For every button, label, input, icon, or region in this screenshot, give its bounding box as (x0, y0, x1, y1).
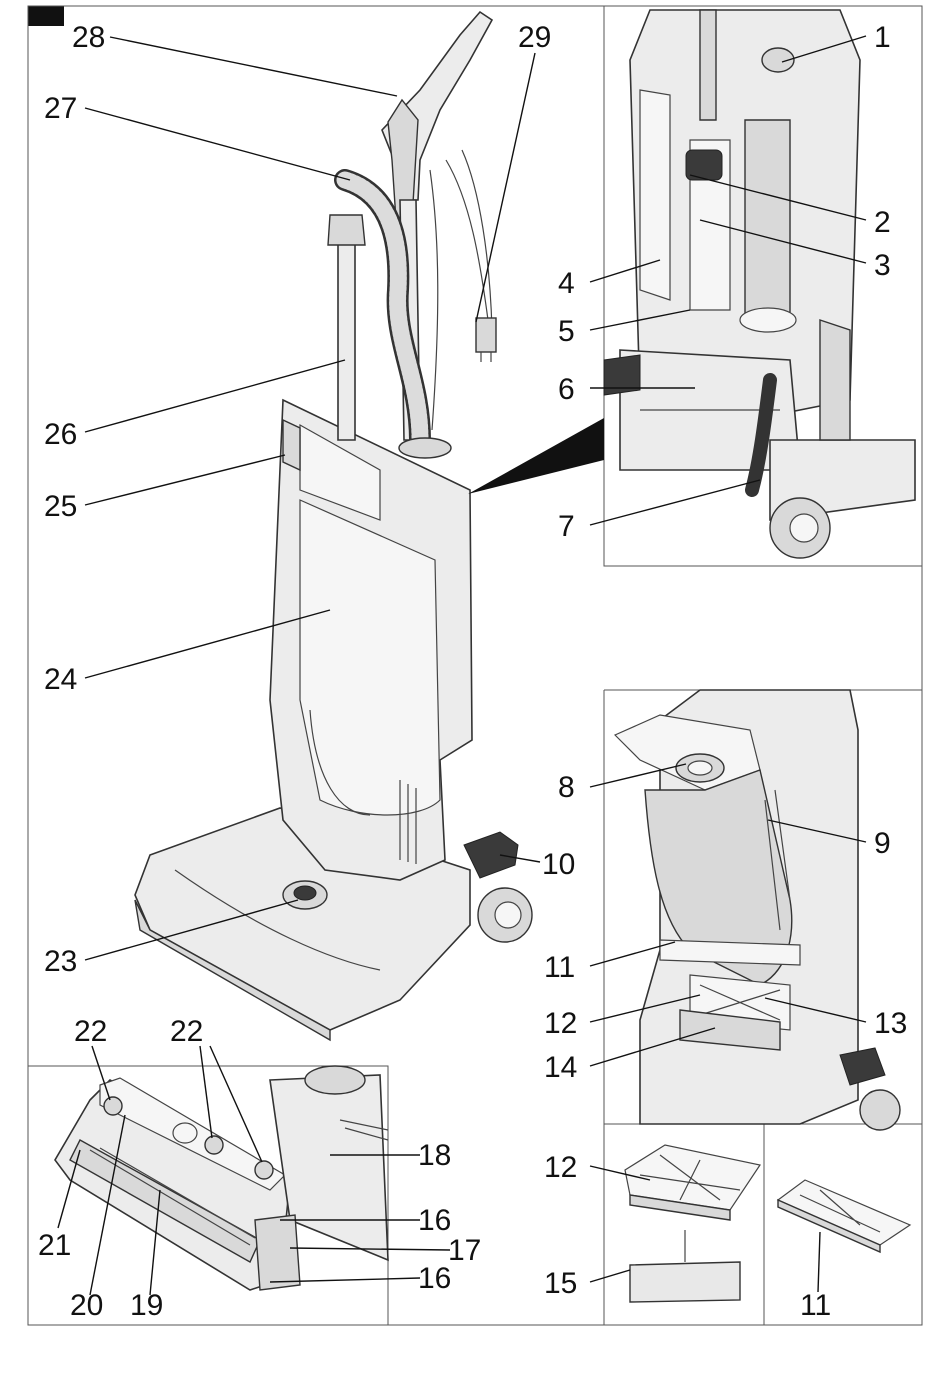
callout-10: 10 (542, 848, 575, 881)
callout-7: 7 (558, 510, 575, 543)
detail-bag-compartment (615, 690, 900, 1130)
callout-14: 14 (544, 1051, 577, 1084)
callout-12-bottom: 12 (544, 1151, 577, 1184)
callout-24: 24 (44, 663, 77, 696)
callout-22-left: 22 (74, 1015, 107, 1048)
callout-29: 29 (518, 21, 551, 54)
callout-17: 17 (448, 1234, 481, 1267)
callout-28: 28 (72, 21, 105, 54)
callout-19: 19 (130, 1289, 163, 1322)
callout-3: 3 (874, 249, 891, 282)
suction-tube (338, 230, 355, 440)
handle-release-pedal (464, 832, 518, 878)
callout-18: 18 (418, 1139, 451, 1172)
callout-26: 26 (44, 418, 77, 451)
callout-2: 2 (874, 206, 891, 239)
callout-16-top: 16 (418, 1204, 451, 1237)
callout-4: 4 (558, 267, 575, 300)
callout-8: 8 (558, 771, 575, 804)
callout-9: 9 (874, 827, 891, 860)
callout-11-top: 11 (544, 951, 575, 984)
callout-20: 20 (70, 1289, 103, 1322)
callout-11-bottom: 11 (800, 1289, 831, 1322)
callout-12-top: 12 (544, 1007, 577, 1040)
callout-16-bottom: 16 (418, 1262, 451, 1295)
corner-marker (28, 6, 64, 26)
callout-5: 5 (558, 315, 575, 348)
callout-1: 1 (874, 21, 891, 54)
callout-6: 6 (558, 373, 575, 406)
detail-filters (625, 1145, 910, 1302)
callout-21: 21 (38, 1229, 71, 1262)
detail-pointer (468, 418, 604, 494)
detail-brush-head (55, 1066, 388, 1290)
callout-15: 15 (544, 1267, 577, 1300)
filter-insert (630, 1262, 740, 1302)
cord-plug (476, 318, 496, 352)
main-vacuum (135, 12, 532, 1040)
callout-23: 23 (44, 945, 77, 978)
callout-22-right: 22 (170, 1015, 203, 1048)
detail-rear-view (604, 10, 915, 558)
callout-13: 13 (874, 1007, 907, 1040)
callout-27: 27 (44, 92, 77, 125)
callout-25: 25 (44, 490, 77, 523)
